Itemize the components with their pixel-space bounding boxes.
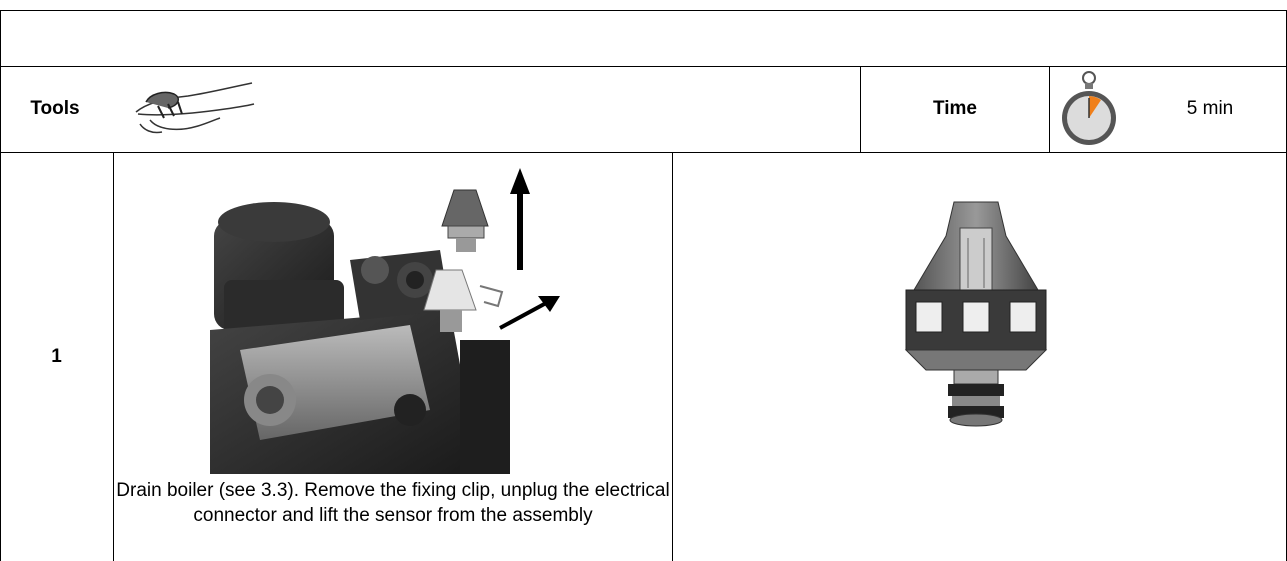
stopwatch-icon	[1057, 70, 1121, 150]
table-border	[0, 152, 1287, 153]
pressure-sensor-illustration	[896, 198, 1056, 434]
table-border	[0, 10, 1287, 11]
boiler-assembly-illustration	[200, 160, 580, 474]
step-number: 1	[0, 152, 113, 561]
hand-icon	[128, 80, 258, 140]
time-label: Time	[860, 66, 1050, 152]
table-border	[0, 66, 1287, 67]
step-caption: Drain boiler (see 3.3). Remove the fixin…	[113, 478, 673, 528]
tools-label: Tools	[0, 66, 110, 152]
time-value: 5 min	[1150, 66, 1270, 152]
